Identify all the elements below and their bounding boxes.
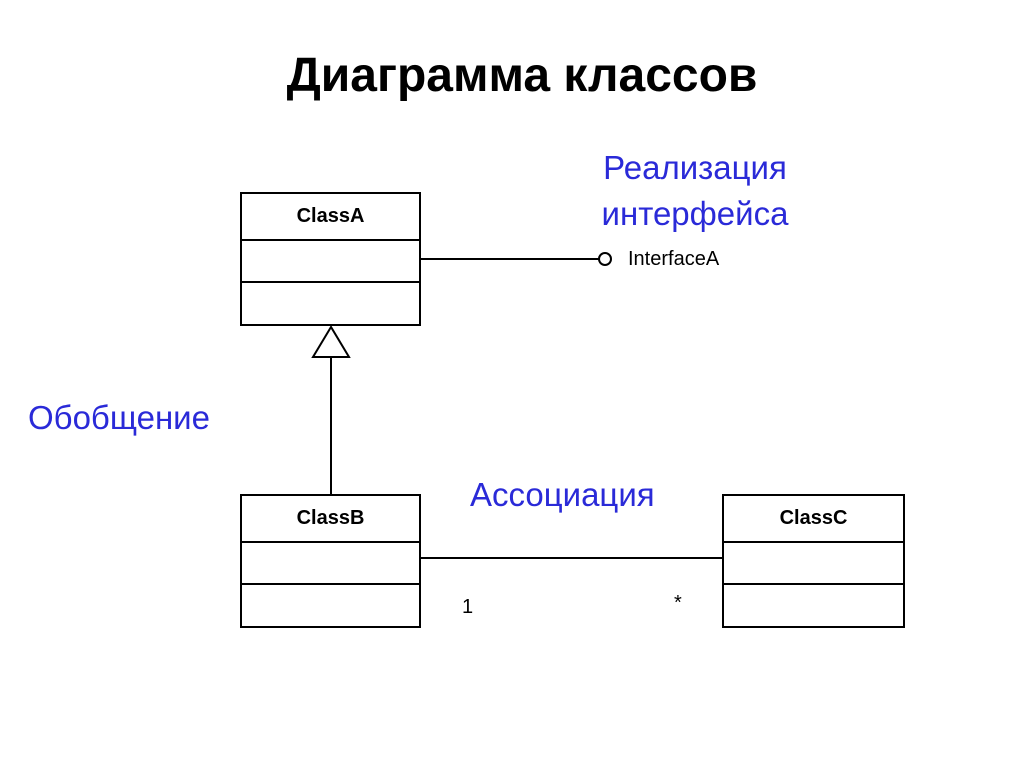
class-a-box[interactable]: ClassA [240,192,421,326]
class-c-operations [724,585,903,626]
generalization-label: Обобщение [28,399,210,436]
class-b-name: ClassB [242,496,419,543]
class-c-attributes [724,543,903,585]
class-a-name: ClassA [242,194,419,241]
multiplicity-class-b: 1 [462,596,474,618]
class-a-attributes [242,241,419,283]
multiplicity-class-c: * [674,592,682,614]
class-c-box[interactable]: ClassC [722,494,905,628]
class-b-operations [242,585,419,626]
class-a-operations [242,283,419,324]
interface-lollipop-icon [598,252,612,266]
class-b-attributes [242,543,419,585]
realization-label: Реализация интерфейса [601,149,789,232]
association-label: Ассоциация [470,476,655,513]
interface-label: InterfaceA [628,248,720,270]
class-b-box[interactable]: ClassB [240,494,421,628]
generalization-arrowhead-icon [311,325,351,358]
page-title: Диаграмма классов [286,49,758,102]
class-c-name: ClassC [724,496,903,543]
